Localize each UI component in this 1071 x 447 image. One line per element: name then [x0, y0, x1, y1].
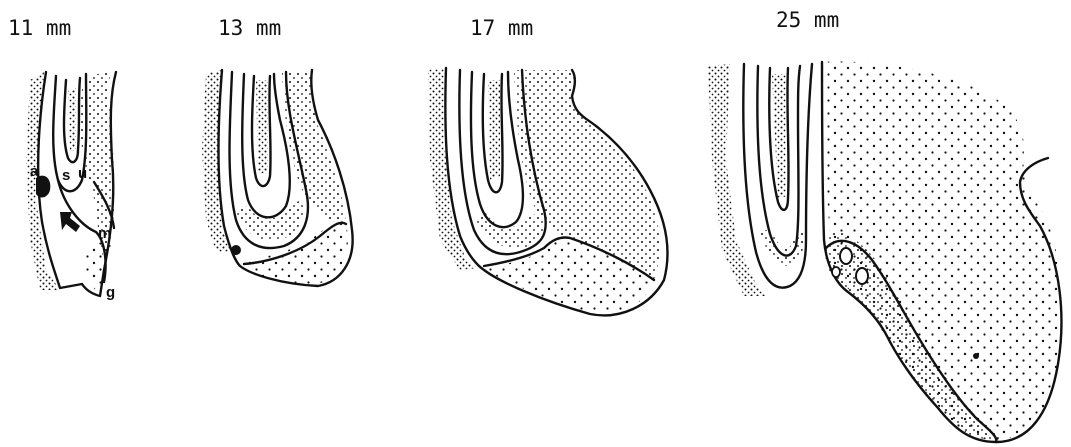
label-s: s: [62, 167, 70, 184]
epithelium-band-13mm: [202, 70, 232, 252]
stage-label-17mm: 17 mm: [470, 16, 533, 40]
stage-label-11mm: 11 mm: [8, 16, 71, 40]
section-11mm: a s u m g: [26, 72, 116, 301]
label-g: g: [106, 284, 115, 301]
label-u: u: [78, 165, 87, 182]
tube-core-17mm: [488, 80, 500, 180]
tube-band-13mm: [236, 198, 304, 240]
label-a: a: [30, 163, 39, 180]
node-13mm: [231, 245, 241, 255]
hole-1-25mm: [840, 248, 852, 264]
section-17mm: [428, 68, 668, 315]
node-25mm: [973, 353, 979, 359]
tube-core-11mm: [68, 88, 76, 152]
label-m: m: [98, 225, 111, 242]
tube-band-25mm: [760, 226, 806, 266]
section-25mm: [708, 62, 1061, 442]
section-13mm: [202, 70, 353, 286]
arrow-11mm: [60, 212, 80, 232]
hole-3-25mm: [832, 267, 840, 277]
tube-band-17mm: [476, 210, 545, 248]
hole-2-25mm: [856, 268, 868, 284]
tube-core-13mm: [256, 80, 268, 174]
mesenchyme-13mm: [282, 72, 346, 224]
stage-label-13mm: 13 mm: [218, 16, 281, 40]
stage-label-25mm: 25 mm: [776, 8, 839, 32]
